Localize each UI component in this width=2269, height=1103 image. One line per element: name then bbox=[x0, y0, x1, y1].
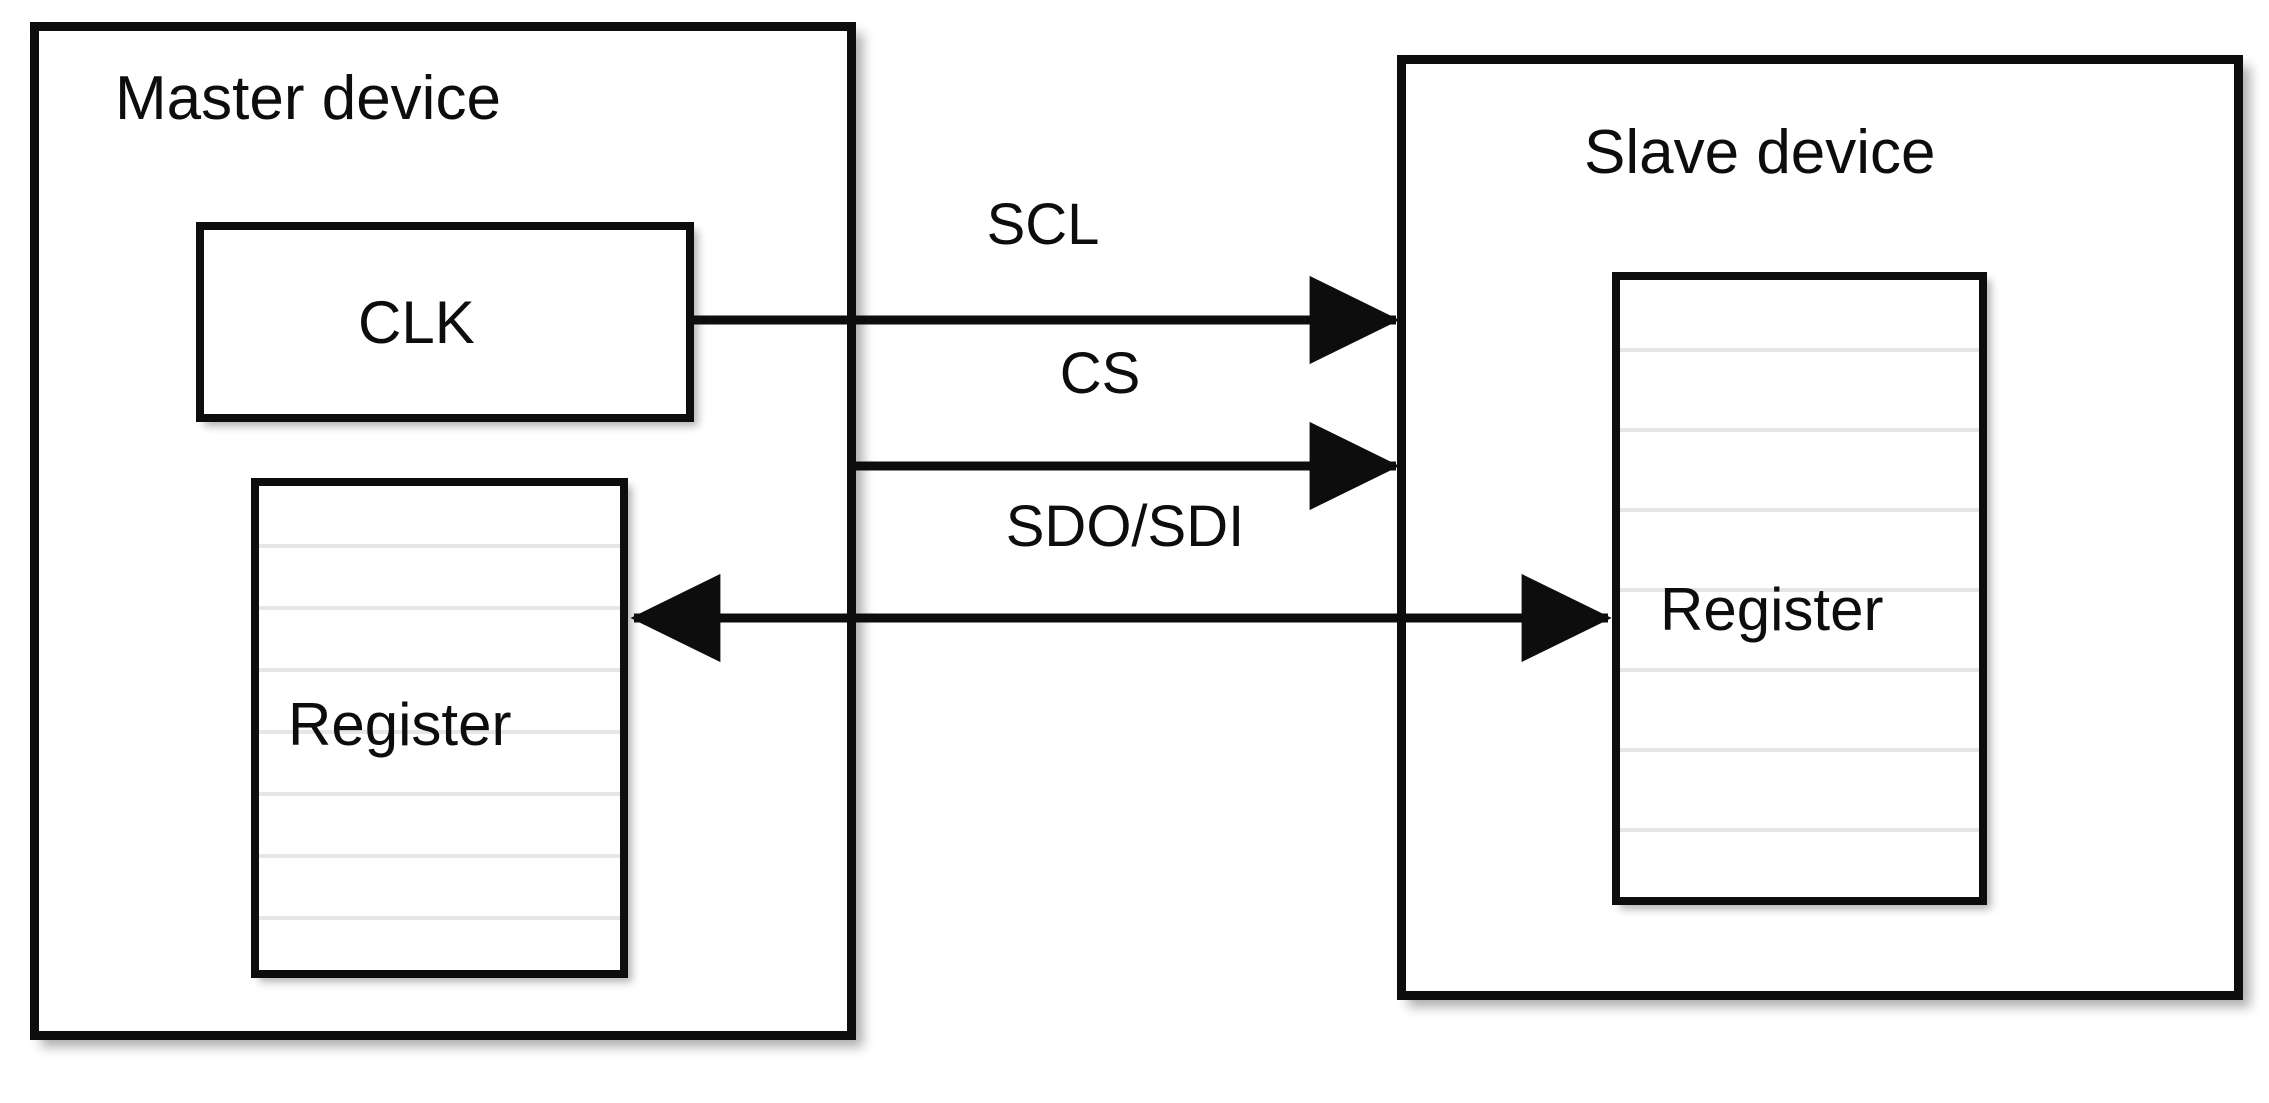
master-register-box[interactable] bbox=[251, 478, 628, 978]
register-rule-line bbox=[1620, 588, 1979, 592]
scl-signal-label: SCL bbox=[976, 196, 1110, 254]
register-rule-line bbox=[1620, 748, 1979, 752]
master-device-title: Master device bbox=[115, 64, 501, 133]
register-rule-line bbox=[1620, 348, 1979, 352]
register-rule-line bbox=[259, 730, 620, 734]
sdo-sdi-signal-label: SDO/SDI bbox=[995, 498, 1255, 556]
register-rule-line bbox=[259, 606, 620, 610]
slave-register-rules bbox=[1620, 280, 1979, 897]
master-register-rules bbox=[259, 486, 620, 970]
register-rule-line bbox=[259, 544, 620, 548]
cs-signal-label: CS bbox=[1049, 345, 1151, 403]
register-rule-line bbox=[259, 792, 620, 796]
register-rule-line bbox=[259, 668, 620, 672]
register-rule-line bbox=[1620, 668, 1979, 672]
slave-register-box[interactable] bbox=[1612, 272, 1987, 905]
register-rule-line bbox=[1620, 428, 1979, 432]
master-register-label: Register bbox=[288, 691, 512, 758]
register-rule-line bbox=[1620, 508, 1979, 512]
register-rule-line bbox=[1620, 828, 1979, 832]
master-clk-box[interactable] bbox=[196, 222, 694, 422]
register-rule-line bbox=[259, 854, 620, 858]
slave-register-label: Register bbox=[1660, 576, 1884, 643]
register-rule-line bbox=[259, 916, 620, 920]
master-clk-label: CLK bbox=[358, 289, 475, 356]
slave-device-title: Slave device bbox=[1584, 118, 1936, 187]
